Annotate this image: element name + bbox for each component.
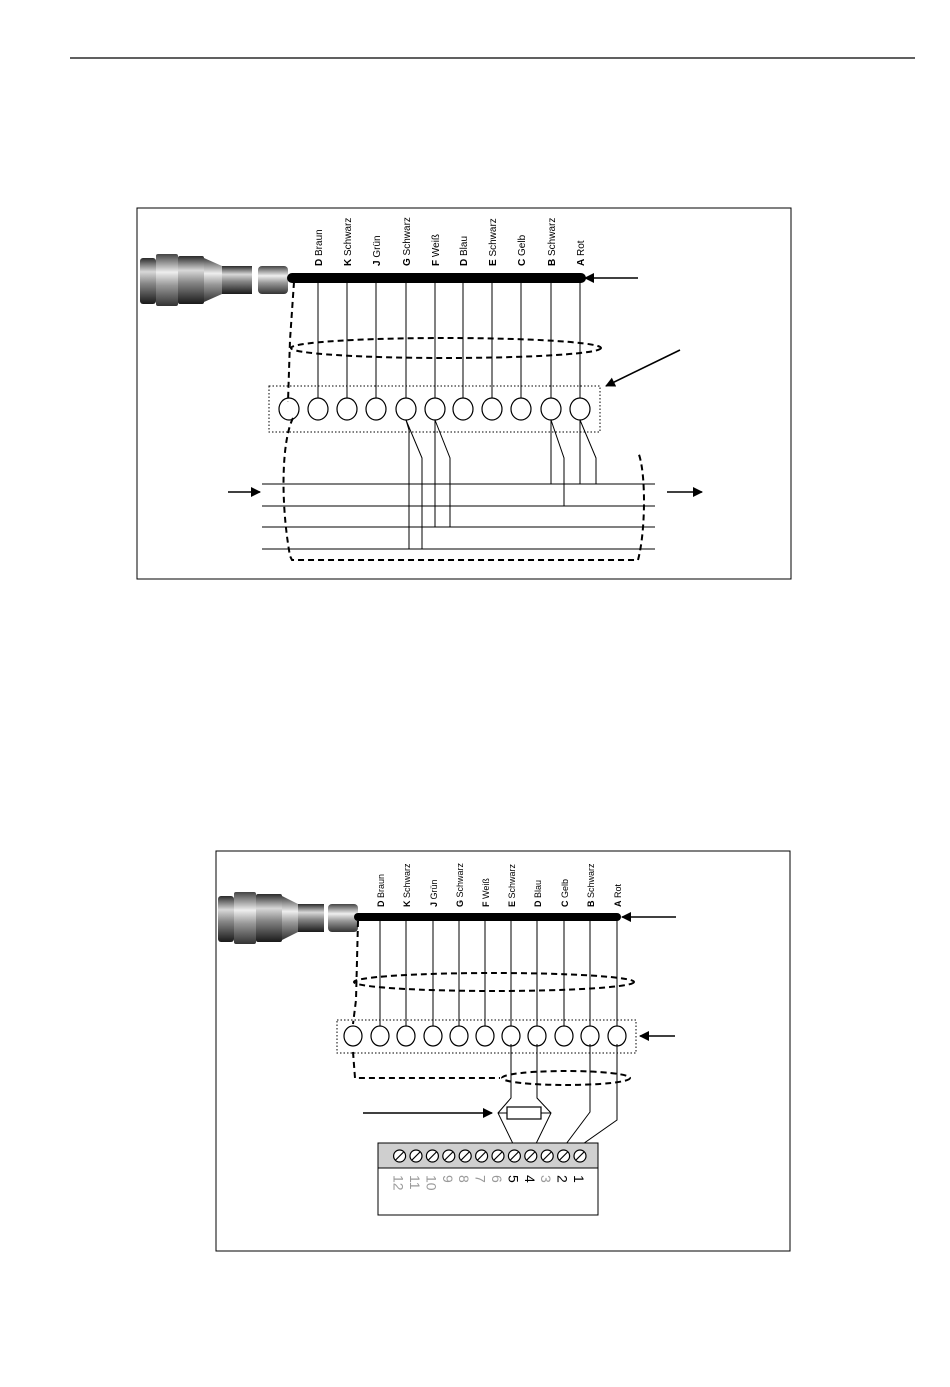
- diagram2-wire-label: D Blau: [533, 880, 543, 907]
- diagram2-wire-label: A Rot: [613, 883, 623, 907]
- diagram2-wire-label: C Gelb: [560, 879, 570, 907]
- terminal-circle: [371, 1026, 389, 1046]
- screw-icon: [410, 1150, 422, 1162]
- diagram2-wire-label: K Schwarz: [402, 863, 412, 907]
- diagram2-wire-label: E Schwarz: [507, 863, 517, 907]
- terminal-circle: [450, 1026, 468, 1046]
- screw-icon: [558, 1150, 570, 1162]
- terminal-circle: [511, 398, 531, 420]
- terminal-number: 12: [391, 1175, 407, 1191]
- diagram2-wire-label: D Braun: [376, 874, 386, 907]
- screw-icon: [508, 1150, 520, 1162]
- resistor-ellipse: [502, 1071, 630, 1085]
- screw-icon: [574, 1150, 586, 1162]
- terminal-number: 7: [473, 1175, 489, 1183]
- diagram1-wire-label: F Weiß: [431, 234, 442, 266]
- diagram-1: D Braun K Schwarz J Grün G Schwarz F Weiß D B…: [137, 208, 791, 579]
- screw-icon: [476, 1150, 488, 1162]
- terminal-circle: [308, 398, 328, 420]
- diagram2-wire-label: J Grün: [429, 879, 439, 907]
- diagram1-wire-label: D Braun: [314, 229, 325, 266]
- shield-line-1: [288, 282, 294, 402]
- diagram1-wire-label: G Schwarz: [402, 217, 413, 266]
- terminal-circle: [476, 1026, 494, 1046]
- terminal-circle: [528, 1026, 546, 1046]
- terminal-number: 8: [456, 1175, 472, 1183]
- screw-icon: [492, 1150, 504, 1162]
- diagram2-wire-label: G Schwarz: [455, 862, 465, 907]
- terminal-circle: [482, 398, 502, 420]
- terminal-circle: [279, 398, 299, 420]
- terminal-circle: [337, 398, 357, 420]
- shield-line-2: [353, 921, 358, 1024]
- diagram1-wire-label: E Schwarz: [488, 218, 499, 266]
- screw-icon: [541, 1150, 553, 1162]
- terminal-circle: [581, 1026, 599, 1046]
- terminal-number: 11: [407, 1175, 423, 1190]
- terminal-circle: [425, 398, 445, 420]
- terminal-number: 1: [571, 1175, 587, 1183]
- screw-icon: [459, 1150, 471, 1162]
- screw-icon: [394, 1150, 406, 1162]
- wire-bundle-ellipse-1: [291, 338, 601, 358]
- diagram-2-wire-labels: D Braun K Schwarz J Grün G Schwarz F Weiß E S…: [376, 862, 623, 907]
- screw-icon: [426, 1150, 438, 1162]
- terminal-number: 10: [423, 1175, 439, 1191]
- terminal-number: 9: [440, 1175, 456, 1183]
- terminal-number: 3: [538, 1175, 554, 1183]
- diagram2-wire-label: B Schwarz: [586, 863, 596, 907]
- terminal-circle: [608, 1026, 626, 1046]
- terminal-number: 5: [505, 1175, 521, 1183]
- terminal-number: 2: [555, 1175, 571, 1183]
- diagram-2: D Braun K Schwarz J Grün G Schwarz F Weiß E S…: [216, 851, 790, 1251]
- terminal-number: 4: [522, 1175, 538, 1183]
- diagram1-wire-label: A Rot: [576, 240, 587, 266]
- diagram1-wire-label: K Schwarz: [343, 218, 354, 266]
- diagram2-wire-label: F Weiß: [481, 878, 491, 907]
- shield-loop-1: [284, 418, 644, 560]
- terminal-circle: [570, 398, 590, 420]
- diagram-1-wire-labels: D Braun K Schwarz J Grün G Schwarz F Weiß D B…: [314, 217, 587, 266]
- terminal-circle: [502, 1026, 520, 1046]
- terminal-circle: [366, 398, 386, 420]
- terminal-number: 6: [489, 1175, 505, 1183]
- terminal-circle: [344, 1026, 362, 1046]
- diagram1-wire-label: C Gelb: [517, 234, 528, 266]
- screw-icon: [443, 1150, 455, 1162]
- screw-icon: [525, 1150, 537, 1162]
- diagram1-wire-label: D Blau: [459, 236, 470, 266]
- arrow-terminal-block-1: [606, 350, 680, 386]
- bus-lines-1: [262, 484, 655, 549]
- connector-plug-icon: [140, 254, 288, 306]
- terminal-circle: [397, 1026, 415, 1046]
- shield-line-2b: [353, 1052, 500, 1078]
- terminal-circle: [424, 1026, 442, 1046]
- terminal-circle: [541, 398, 561, 420]
- terminal-circle: [396, 398, 416, 420]
- diagram1-wire-label: B Schwarz: [547, 218, 558, 266]
- diagram1-wire-label: J Grün: [372, 235, 383, 266]
- terminal-circle: [453, 398, 473, 420]
- wire-bundle-ellipse-2: [354, 973, 634, 991]
- termination-resistor: [498, 1044, 617, 1156]
- terminal-circle: [555, 1026, 573, 1046]
- connector-plug-icon: [218, 892, 358, 944]
